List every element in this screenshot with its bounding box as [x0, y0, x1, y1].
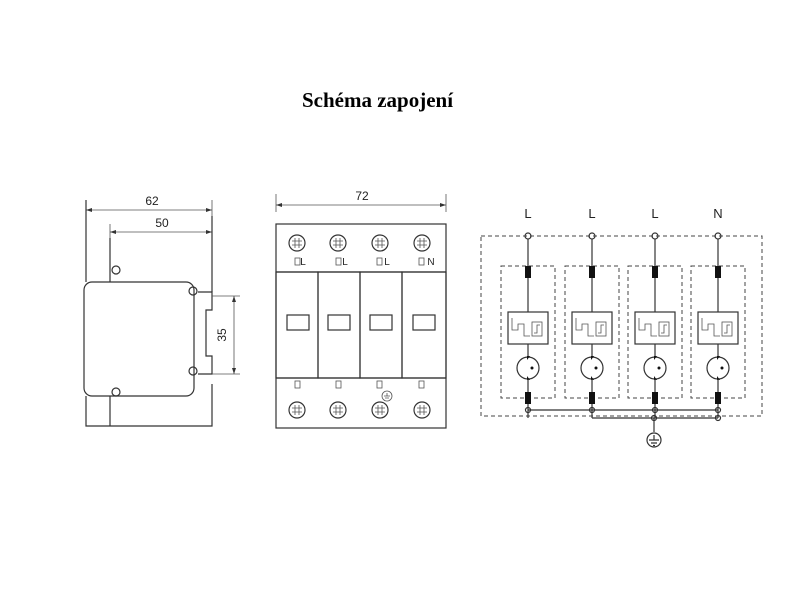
dimension-50-label: 50	[155, 216, 169, 230]
schematic-label-l1: L	[524, 206, 531, 221]
gas-discharge-tube-3	[643, 356, 667, 380]
gas-discharge-tube-4	[706, 356, 730, 380]
fuse-bottom-2	[589, 392, 595, 404]
schematic: L L L N	[480, 206, 763, 448]
gas-discharge-tube-2	[580, 356, 604, 380]
gas-discharge-tube-1	[516, 356, 540, 380]
front-modules	[275, 271, 447, 379]
schematic-label-l3: L	[651, 206, 658, 221]
status-window-4	[412, 314, 436, 331]
fuse-top-2	[589, 266, 595, 278]
side-module-body	[83, 281, 195, 397]
front-ground-icon	[381, 390, 393, 402]
fuse-bottom-4	[715, 392, 721, 404]
schematic-label-n: N	[713, 206, 722, 221]
din-rail-clip	[198, 291, 213, 375]
side-view: 62 50 35	[83, 194, 240, 427]
fuse-top-4	[715, 266, 721, 278]
front-terminal-label-1: L	[300, 257, 306, 268]
top-terminal-screws	[288, 234, 431, 252]
status-window-1	[286, 314, 310, 331]
fuse-top-3	[652, 266, 658, 278]
ground-icon	[646, 432, 662, 448]
bottom-terminal-screws	[288, 401, 431, 419]
side-body-outline	[85, 200, 213, 427]
front-terminal-label-4: N	[427, 257, 434, 268]
fuse-bottom-1	[525, 392, 531, 404]
dimension-35-label: 35	[215, 328, 229, 342]
diagram-title: Schéma zapojení	[301, 88, 454, 112]
status-window-3	[369, 314, 393, 331]
fuse-top-1	[525, 266, 531, 278]
dimension-62-label: 62	[145, 194, 159, 208]
schematic-enclosure	[480, 235, 763, 417]
status-window-2	[327, 314, 351, 331]
front-housing	[275, 223, 447, 429]
front-terminal-label-3: L	[384, 257, 390, 268]
front-terminal-label-2: L	[342, 257, 348, 268]
schematic-label-l2: L	[588, 206, 595, 221]
front-view: 72 L L L N	[275, 189, 447, 429]
fuse-bottom-3	[652, 392, 658, 404]
dimension-72-label: 72	[355, 189, 369, 203]
